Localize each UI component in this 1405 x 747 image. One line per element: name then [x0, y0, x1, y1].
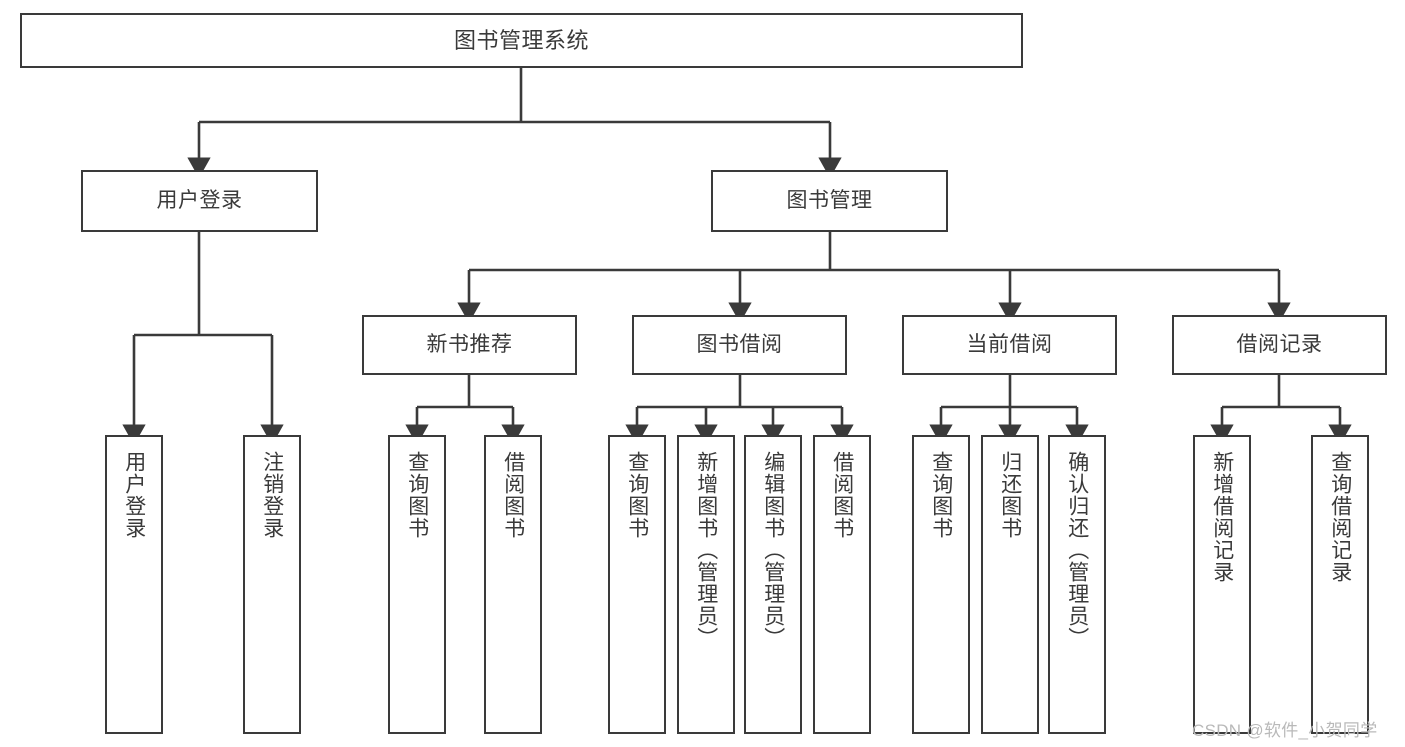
node-label: 查询图书: [625, 451, 649, 539]
leaf-new-book-query[interactable]: 查询图书: [388, 435, 446, 734]
leaf-book-borrow-add[interactable]: 新增图书（管理员）: [677, 435, 735, 734]
node-label: 查询图书: [929, 451, 953, 539]
node-label: 图书管理: [786, 188, 873, 212]
node-label: 图书管理系统: [453, 27, 589, 53]
node-label: 借阅图书: [830, 451, 854, 539]
leaf-user-login-login[interactable]: 用户登录: [105, 435, 163, 734]
node-label: 确认归还（管理员）: [1065, 451, 1089, 649]
node-label: 注销登录: [260, 451, 284, 539]
node-label: 新增图书（管理员）: [694, 451, 718, 649]
node-book-borrow[interactable]: 图书借阅: [632, 315, 847, 375]
node-root-system[interactable]: 图书管理系统: [20, 13, 1023, 68]
node-user-login[interactable]: 用户登录: [81, 170, 318, 232]
node-borrow-record[interactable]: 借阅记录: [1172, 315, 1387, 375]
node-label: 当前借阅: [966, 332, 1053, 356]
leaf-current-borrow-query[interactable]: 查询图书: [912, 435, 970, 734]
node-label: 图书借阅: [696, 332, 783, 356]
node-label: 借阅记录: [1236, 332, 1323, 356]
leaf-book-borrow-edit[interactable]: 编辑图书（管理员）: [744, 435, 802, 734]
leaf-borrow-record-add[interactable]: 新增借阅记录: [1193, 435, 1251, 734]
leaf-book-borrow-query[interactable]: 查询图书: [608, 435, 666, 734]
node-new-book-recommend[interactable]: 新书推荐: [362, 315, 577, 375]
node-label: 用户登录: [156, 188, 243, 212]
leaf-current-borrow-return[interactable]: 归还图书: [981, 435, 1039, 734]
leaf-user-login-logout[interactable]: 注销登录: [243, 435, 301, 734]
node-label: 归还图书: [998, 451, 1022, 539]
node-label: 查询借阅记录: [1328, 451, 1352, 583]
node-label: 用户登录: [122, 451, 146, 539]
watermark-text: CSDN @软件_小贺同学: [1192, 721, 1378, 740]
leaf-new-book-borrow[interactable]: 借阅图书: [484, 435, 542, 734]
leaf-current-borrow-confirm-return[interactable]: 确认归还（管理员）: [1048, 435, 1106, 734]
node-book-management[interactable]: 图书管理: [711, 170, 948, 232]
node-label: 新书推荐: [426, 332, 513, 356]
leaf-book-borrow-borrow[interactable]: 借阅图书: [813, 435, 871, 734]
node-label: 查询图书: [405, 451, 429, 539]
node-current-borrow[interactable]: 当前借阅: [902, 315, 1117, 375]
leaf-borrow-record-query[interactable]: 查询借阅记录: [1311, 435, 1369, 734]
node-label: 编辑图书（管理员）: [761, 451, 785, 649]
node-label: 借阅图书: [501, 451, 525, 539]
node-label: 新增借阅记录: [1210, 451, 1234, 583]
